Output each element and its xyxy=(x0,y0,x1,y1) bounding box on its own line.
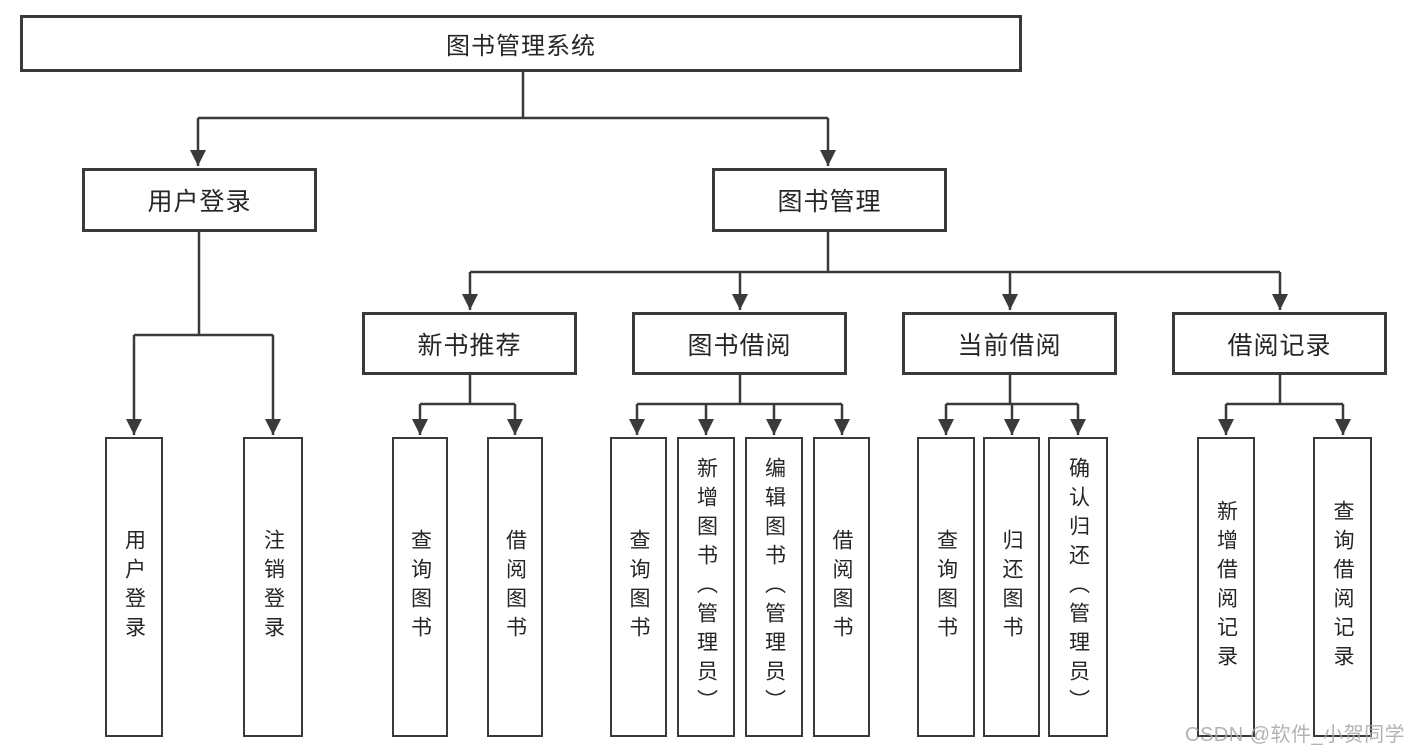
leaf-return-books: 归还图书 xyxy=(983,437,1040,737)
leaf-edit-book-admin-label: 编辑图书（管理员） xyxy=(762,456,786,718)
leaf-query-books-current: 查询图书 xyxy=(917,437,975,737)
leaf-confirm-return-admin-label: 确认归还（管理员） xyxy=(1066,456,1090,718)
leaf-edit-book-admin: 编辑图书（管理员） xyxy=(745,437,803,737)
node-borrowing-records-label: 借阅记录 xyxy=(1227,331,1332,360)
leaf-add-book-admin-label: 新增图书（管理员） xyxy=(694,456,718,718)
leaf-borrow-books-recommend-label: 借阅图书 xyxy=(503,529,527,645)
leaf-borrow-books-borrowing: 借阅图书 xyxy=(813,437,870,737)
leaf-query-borrow-record: 查询借阅记录 xyxy=(1313,437,1372,737)
leaf-confirm-return-admin: 确认归还（管理员） xyxy=(1048,437,1108,737)
node-new-book-recommendation-label: 新书推荐 xyxy=(417,331,522,360)
leaf-user-login-label: 用户登录 xyxy=(122,529,146,645)
node-book-management: 图书管理 xyxy=(712,168,947,232)
leaf-return-books-label: 归还图书 xyxy=(1000,529,1023,645)
leaf-query-books-current-label: 查询图书 xyxy=(934,529,958,645)
node-book-borrowing: 图书借阅 xyxy=(632,312,847,375)
node-new-book-recommendation: 新书推荐 xyxy=(362,312,577,375)
leaf-user-login: 用户登录 xyxy=(105,437,163,737)
leaf-add-book-admin: 新增图书（管理员） xyxy=(677,437,735,737)
watermark: CSDN @软件_小贺同学 xyxy=(1185,724,1405,746)
node-current-borrowing: 当前借阅 xyxy=(902,312,1117,375)
leaf-query-books-borrowing-label: 查询图书 xyxy=(627,529,650,645)
leaf-add-borrow-record-label: 新增借阅记录 xyxy=(1214,500,1238,674)
leaf-borrow-books-borrowing-label: 借阅图书 xyxy=(830,529,853,645)
leaf-query-borrow-record-label: 查询借阅记录 xyxy=(1331,500,1354,674)
leaf-query-books-recommend: 查询图书 xyxy=(392,437,448,737)
node-borrowing-records: 借阅记录 xyxy=(1172,312,1387,375)
leaf-borrow-books-recommend: 借阅图书 xyxy=(487,437,543,737)
leaf-add-borrow-record: 新增借阅记录 xyxy=(1197,437,1255,737)
node-user-login-label: 用户登录 xyxy=(147,188,252,216)
leaf-query-books-borrowing: 查询图书 xyxy=(610,437,667,737)
node-book-borrowing-label: 图书借阅 xyxy=(687,331,792,360)
leaf-query-books-recommend-label: 查询图书 xyxy=(408,529,432,645)
node-book-management-label: 图书管理 xyxy=(777,188,882,216)
node-library-system: 图书管理系统 xyxy=(20,15,1022,72)
node-library-system-label: 图书管理系统 xyxy=(446,33,596,60)
node-current-borrowing-label: 当前借阅 xyxy=(957,331,1062,360)
leaf-logout: 注销登录 xyxy=(243,437,303,737)
node-user-login: 用户登录 xyxy=(82,168,317,232)
leaf-logout-label: 注销登录 xyxy=(261,529,285,645)
